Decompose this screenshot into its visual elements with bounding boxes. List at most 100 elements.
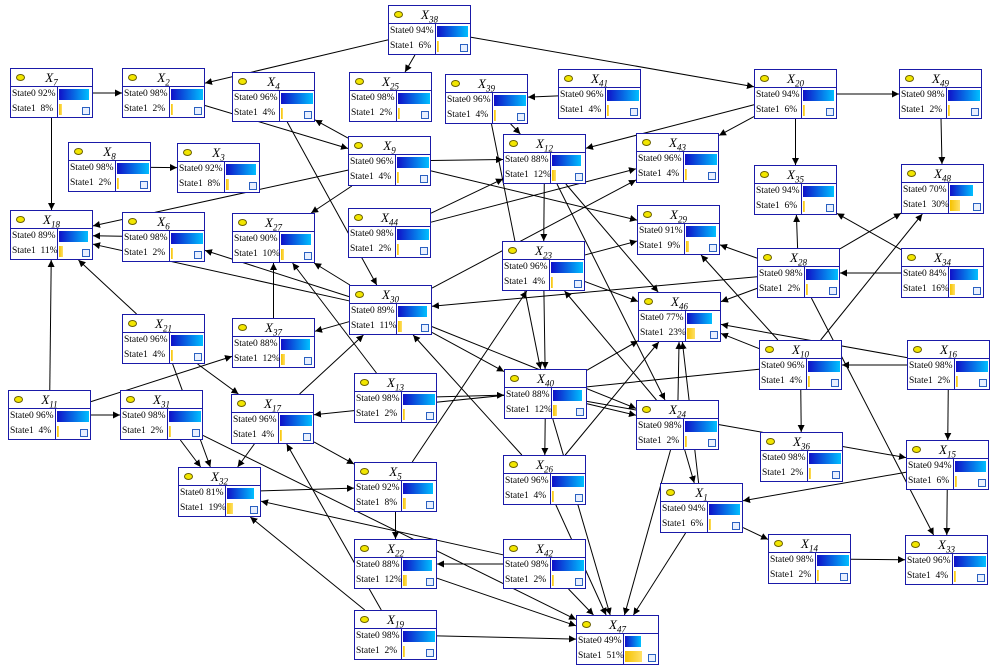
node-checkbox-icon[interactable]	[829, 287, 837, 295]
node-checkbox-icon[interactable]	[973, 287, 981, 295]
node-checkbox-icon[interactable]	[249, 182, 257, 190]
node-checkbox-icon[interactable]	[421, 324, 429, 332]
node-checkbox-icon[interactable]	[576, 408, 584, 416]
node-checkbox-icon[interactable]	[978, 479, 986, 487]
node-checkbox-icon[interactable]	[832, 471, 840, 479]
node-checkbox-icon[interactable]	[82, 107, 90, 115]
state1-row: State1 2%	[770, 570, 812, 580]
node-checkbox-icon[interactable]	[575, 578, 583, 586]
node-checkbox-icon[interactable]	[194, 353, 202, 361]
node-checkbox-icon[interactable]	[304, 357, 312, 365]
node-checkbox-icon[interactable]	[304, 252, 312, 260]
node-checkbox-icon[interactable]	[80, 429, 88, 437]
node-checkbox-icon[interactable]	[826, 108, 834, 116]
node-checkbox-icon[interactable]	[971, 108, 979, 116]
node-checkbox-icon[interactable]	[140, 181, 148, 189]
node-checkbox-icon[interactable]	[710, 331, 718, 339]
node-checkbox-icon[interactable]	[303, 433, 311, 441]
node-checkbox-icon[interactable]	[420, 247, 428, 255]
node-checkbox-icon[interactable]	[192, 429, 200, 437]
node-checkbox-icon[interactable]	[574, 280, 582, 288]
node-checkbox-icon[interactable]	[732, 522, 740, 530]
node-checkbox-icon[interactable]	[194, 107, 202, 115]
node-checkbox-icon[interactable]	[831, 379, 839, 387]
node-checkbox-icon[interactable]	[648, 654, 656, 662]
node-checkbox-icon[interactable]	[426, 649, 434, 657]
node-checkbox-icon[interactable]	[630, 108, 638, 116]
node-checkbox-icon[interactable]	[826, 204, 834, 212]
node-checkbox-icon[interactable]	[709, 244, 717, 252]
node-checkbox-icon[interactable]	[194, 251, 202, 259]
state1-bar	[397, 244, 399, 255]
state0-bar	[686, 226, 716, 237]
node-checkbox-icon[interactable]	[575, 173, 583, 181]
node-checkbox-icon[interactable]	[460, 44, 468, 52]
node-checkbox-icon[interactable]	[426, 578, 434, 586]
state1-bar	[280, 430, 282, 441]
node-checkbox-icon[interactable]	[575, 494, 583, 502]
node-checkbox-icon[interactable]	[708, 172, 716, 180]
node-checkbox-icon[interactable]	[426, 412, 434, 420]
node-checkbox-icon[interactable]	[517, 113, 525, 121]
node-checkbox-icon[interactable]	[250, 506, 258, 514]
node-checkbox-icon[interactable]	[973, 203, 981, 211]
node-checkbox-icon[interactable]	[82, 249, 90, 257]
node-checkbox-icon[interactable]	[304, 111, 312, 119]
node-checkbox-icon[interactable]	[420, 175, 428, 183]
node-checkbox-icon[interactable]	[421, 111, 429, 119]
node-checkbox-icon[interactable]	[708, 439, 716, 447]
node-checkbox-icon[interactable]	[840, 573, 848, 581]
node-checkbox-icon[interactable]	[979, 379, 987, 387]
node-checkbox-icon[interactable]	[426, 501, 434, 509]
node-checkbox-icon[interactable]	[977, 574, 985, 582]
